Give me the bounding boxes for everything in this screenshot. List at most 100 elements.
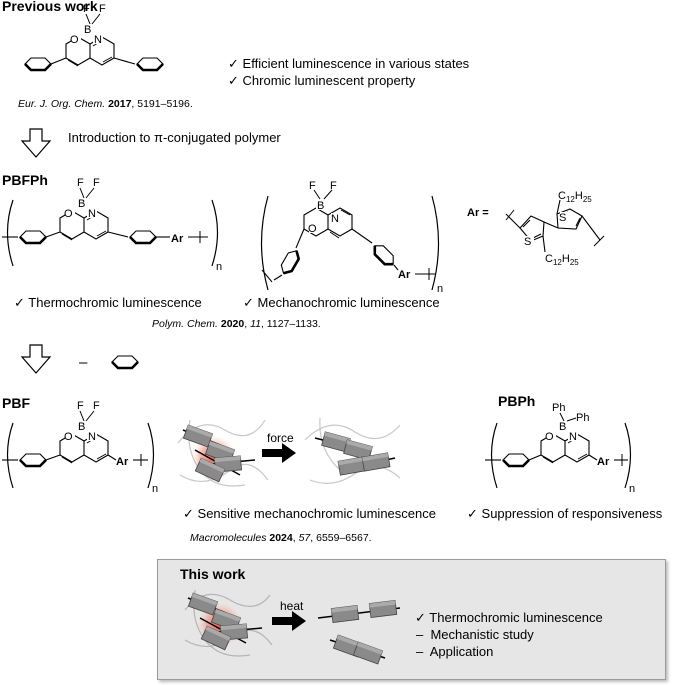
this-work-aggregate-illustration — [184, 589, 273, 657]
subscript-n: n — [216, 261, 222, 273]
pbph-label: PBPh — [498, 393, 536, 409]
ref-year: 2024 — [269, 532, 293, 544]
atom-B: B — [317, 200, 324, 212]
benzene-icon — [110, 354, 140, 370]
this-work-panel — [157, 559, 666, 680]
ref-volume: 11 — [250, 318, 261, 330]
ref-year: 2020 — [220, 318, 245, 330]
check-icon: ✓ — [228, 73, 239, 88]
ref-volume: 57 — [298, 532, 311, 544]
atom-F: F — [93, 400, 100, 412]
check-icon: ✓ — [415, 610, 426, 625]
check-icon: ✓ — [228, 56, 239, 71]
ref-sep: , — [292, 532, 299, 544]
ref-pages: , 5191–5196. — [131, 98, 193, 110]
atom-O: O — [308, 223, 317, 235]
down-arrow-2 — [20, 344, 52, 374]
check-icon: ✓ — [183, 506, 194, 521]
force-arrow: force — [262, 431, 296, 463]
atom-Ar: Ar — [597, 456, 610, 468]
atom-S: S — [559, 212, 566, 224]
ref-pages: , 1127–1133. — [260, 318, 321, 330]
previous-reference: Eur. J. Org. Chem. 2017, 5191–5196. — [18, 98, 193, 110]
atom-O: O — [545, 431, 554, 443]
pbph-bullet: ✓ Suppression of responsiveness — [467, 506, 662, 522]
bullet-text: Efficient luminescence in various states — [242, 56, 470, 71]
previous-bullet-1: ✓ Efficient luminescence in various stat… — [228, 56, 469, 72]
bullet-text: Mechanochromic luminescence — [257, 295, 440, 310]
check-icon: ✓ — [243, 295, 254, 310]
atom-Ar: Ar — [116, 456, 129, 468]
item-text: Thermochromic luminescence — [429, 610, 603, 625]
bullet-text: Suppression of responsiveness — [481, 506, 663, 521]
check-icon: ✓ — [467, 506, 478, 521]
atom-N: N — [88, 431, 96, 443]
atom-Ph: Ph — [576, 412, 589, 424]
pbfph-structure-right: O B N F F Ar n — [260, 180, 443, 295]
ref-journal: Macromolecules — [190, 532, 267, 544]
c12h25-upper: C12H25 — [558, 190, 592, 204]
atom-Ar: Ar — [171, 233, 184, 245]
pbf-aggregate-illustration — [177, 419, 269, 487]
atom-B: B — [78, 421, 85, 433]
heat-label: heat — [280, 599, 304, 613]
atom-O: O — [64, 208, 73, 220]
atom-F: F — [330, 180, 337, 192]
item-text: Application — [429, 644, 494, 659]
pbfph-bullet-right: ✓ Mechanochromic luminescence — [243, 295, 440, 311]
dash-mark: – — [416, 627, 424, 642]
atom-F: F — [93, 177, 100, 189]
previous-monomer-structure: O B N F F — [23, 3, 165, 72]
previous-work-heading: Previous work — [2, 0, 98, 14]
atom-F: F — [77, 177, 84, 189]
dash-mark: – — [416, 644, 424, 659]
atom-O: O — [64, 431, 73, 443]
this-work-item-3: – Application — [416, 644, 493, 659]
pbfph-bullet-left: ✓ Thermochromic luminescence — [14, 295, 202, 311]
pbfph-reference: Polym. Chem. 2020, 11, 1127–1133. — [152, 318, 321, 330]
heat-arrow: heat — [272, 599, 306, 631]
atom-N: N — [88, 208, 96, 220]
ar-definition-label: Ar = — [467, 207, 489, 219]
ref-pages: , 6559–6567. — [310, 532, 372, 544]
atom-F: F — [83, 3, 90, 15]
bullet-text: Chromic luminescent property — [242, 73, 416, 88]
atom-B: B — [559, 421, 566, 433]
previous-bullet-2: ✓ Chromic luminescent property — [228, 73, 415, 89]
pbfph-label: PBFPh — [2, 172, 48, 188]
subscript-n: n — [629, 483, 635, 495]
this-work-item-1: ✓ Thermochromic luminescence — [415, 610, 603, 626]
macromolecules-reference: Macromolecules 2024, 57, 6559–6567. — [190, 532, 372, 544]
atom-Ph: Ph — [552, 402, 565, 414]
arrow1-label: Introduction to π-conjugated polymer — [68, 130, 281, 145]
atom-N: N — [94, 34, 102, 46]
this-work-heading: This work — [180, 566, 246, 582]
ref-sep: , — [244, 318, 251, 330]
bullet-text: Thermochromic luminescence — [28, 295, 202, 310]
atom-N: N — [569, 431, 577, 443]
item-text: Mechanistic study — [430, 627, 534, 642]
check-icon: ✓ — [14, 295, 25, 310]
pbf-structure: O B N F F Ar n — [2, 400, 158, 495]
ref-journal: Polym. Chem. — [152, 318, 218, 330]
subscript-n: n — [437, 283, 443, 295]
atom-F: F — [99, 3, 106, 15]
ar-bithiophene-structure: Ar = S S C12H25 C12H25 — [467, 190, 605, 267]
ref-journal: Eur. J. Org. Chem. — [18, 98, 106, 110]
atom-S: S — [524, 236, 531, 248]
pbf-dispersed-illustration — [304, 417, 401, 484]
pbf-bullet: ✓ Sensitive mechanochromic luminescence — [183, 506, 436, 522]
down-arrow-1 — [20, 128, 52, 158]
this-work-item-2: – Mechanistic study — [416, 627, 534, 642]
bullet-text: Sensitive mechanochromic luminescence — [197, 506, 436, 521]
c12h25-lower: C12H25 — [545, 253, 579, 267]
atom-B: B — [84, 24, 91, 36]
minus-sign: – — [79, 354, 88, 371]
atom-O: O — [70, 34, 79, 46]
this-work-dispersed-illustration — [317, 599, 401, 665]
pbf-label: PBF — [2, 395, 30, 411]
atom-B: B — [78, 198, 85, 210]
ref-year: 2017 — [108, 98, 132, 110]
atom-F: F — [309, 180, 316, 192]
